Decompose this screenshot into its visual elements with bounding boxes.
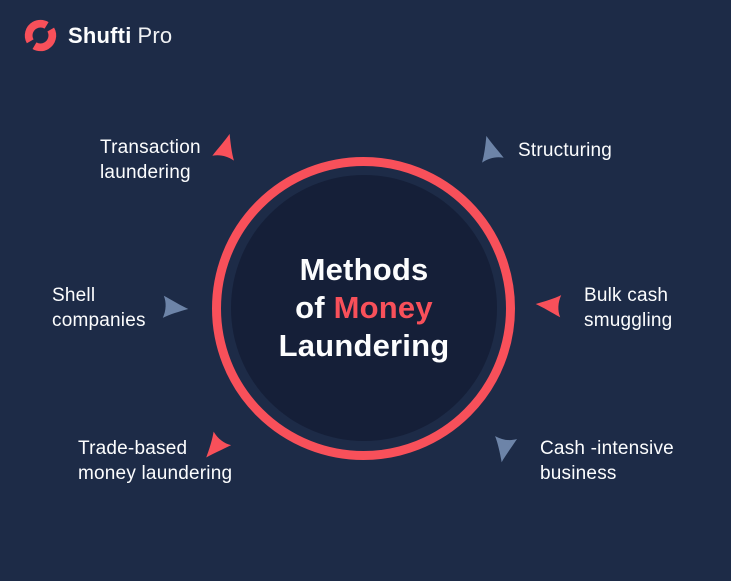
logo-ring bbox=[24, 19, 57, 52]
label-transaction-laundering: Transaction laundering bbox=[100, 137, 201, 183]
arrow-icon-shell-companies bbox=[162, 295, 189, 318]
arrow-icon-transaction-laundering bbox=[212, 133, 234, 161]
title-line-2: of Money bbox=[279, 289, 450, 327]
diagram-title: Methods of Money Laundering bbox=[279, 251, 450, 365]
center-ring bbox=[212, 157, 515, 460]
brand-name-light: Pro bbox=[137, 22, 173, 48]
arrow-icon-trade-based-money-laundering bbox=[206, 431, 232, 458]
arrow-icon-structuring bbox=[482, 135, 504, 163]
title-line-3: Laundering bbox=[278, 328, 450, 363]
label-shell-companies: Shell companies bbox=[52, 285, 146, 331]
label-cash-intensive-business: Cash -intensive business bbox=[540, 438, 674, 484]
arrow-icon-bulk-cash-smuggling bbox=[535, 295, 562, 318]
center-circle: Methods of Money Laundering bbox=[231, 175, 497, 441]
label-structuring: Structuring bbox=[518, 140, 613, 161]
shufti-pro-logo-icon bbox=[24, 19, 57, 52]
arrow-icon-cash-intensive-business bbox=[495, 436, 518, 463]
title-line-2-highlight: Money bbox=[333, 290, 433, 325]
label-trade-based-money-laundering: Trade-based money laundering bbox=[78, 438, 233, 484]
brand-logo: Shufti Pro bbox=[22, 17, 172, 54]
title-line-2-prefix: of bbox=[295, 290, 334, 325]
label-bulk-cash-smuggling: Bulk cash smuggling bbox=[584, 285, 673, 331]
brand-name: Shufti Pro bbox=[68, 23, 172, 49]
brand-name-bold: Shufti bbox=[68, 22, 132, 48]
title-line-1: Methods bbox=[299, 252, 429, 287]
